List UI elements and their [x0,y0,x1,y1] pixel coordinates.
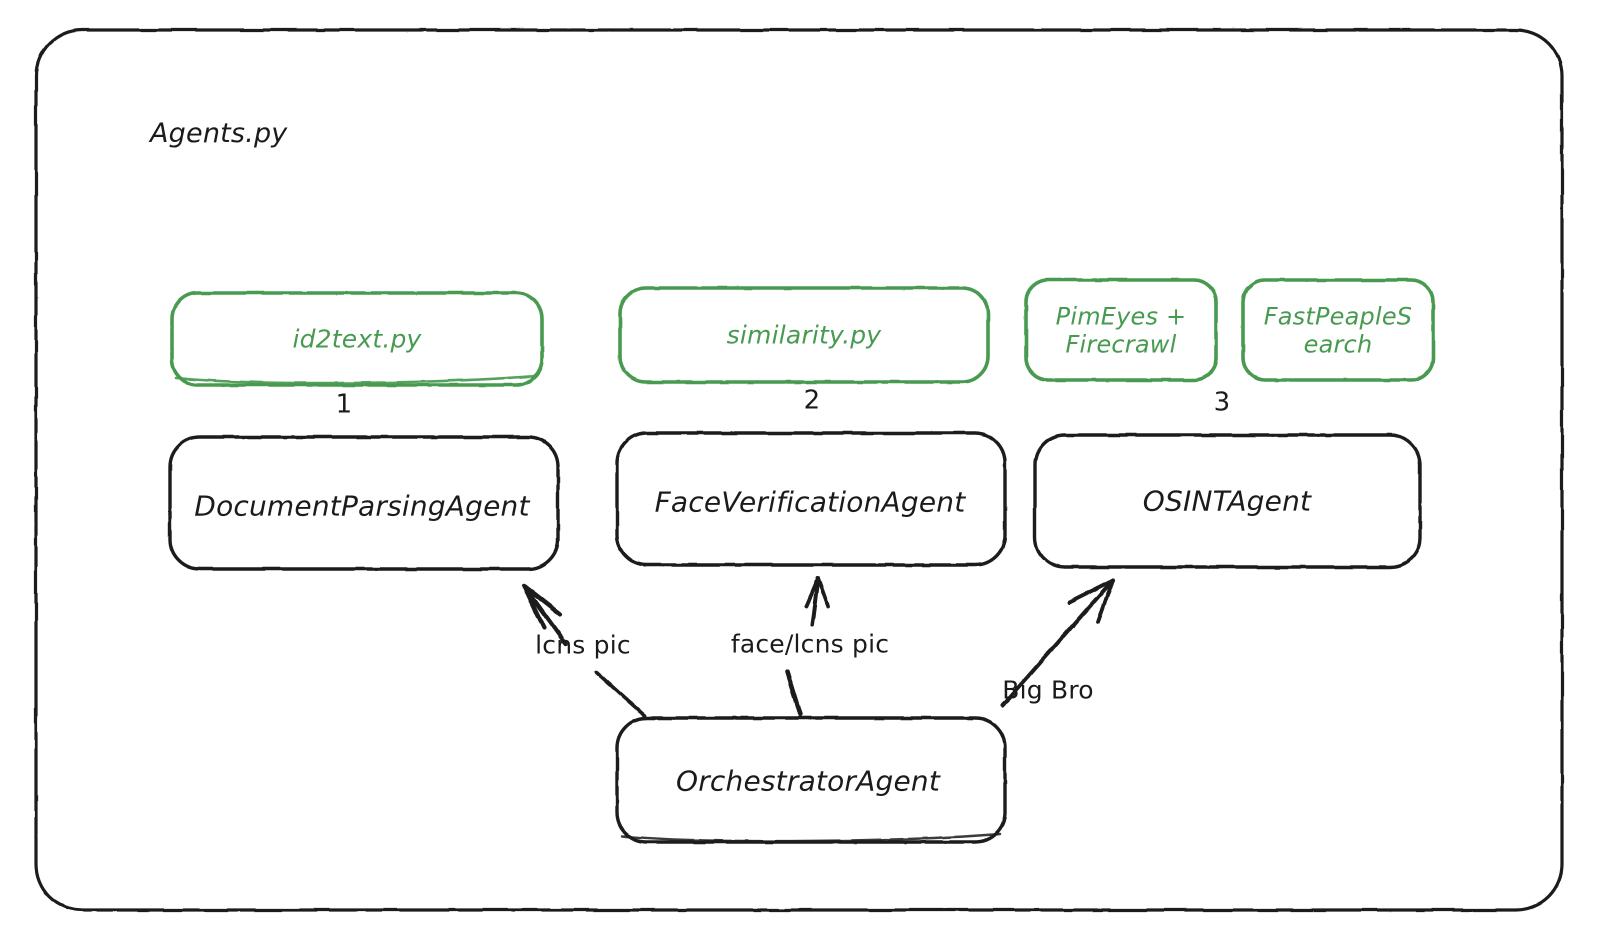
module-box-id2text[interactable] [170,291,544,387]
module-box-fastpeoplesearch[interactable] [1241,278,1435,382]
edge-label-lcns-pic: lcns pic [535,630,631,660]
step-number-3: 3 [1213,387,1231,418]
module-label-similarity: similarity.py [726,320,882,350]
agent-box-face-verification[interactable] [615,431,1007,567]
agent-label-osint: OSINTAgent [1142,484,1312,518]
page-title: Agents.py [150,118,288,149]
edge-label-face-lcns-pic: face/lcns pic [730,629,890,659]
agent-label-orchestrator: OrchestratorAgent [675,764,941,798]
outer-container-border [34,28,1564,912]
arrow-face-lcns-pic [784,576,830,717]
arrow-big-bro [1001,578,1115,707]
edge-label-big-bro: Big Bro [1002,675,1094,705]
module-label-fastpeoplesearch: FastPeapleS earch [1263,302,1413,359]
agent-box-osint[interactable] [1033,433,1422,569]
module-label-pimeyes-firecrawl: PimEyes + Firecrawl [1055,302,1187,359]
step-number-2: 2 [803,385,821,416]
step-number-1: 1 [335,389,353,420]
module-box-pimeyes-firecrawl[interactable] [1024,278,1218,382]
module-label-id2text: id2text.py [292,324,422,354]
agent-label-document-parsing: DocumentParsingAgent [194,489,530,523]
agent-label-face-verification: FaceVerificationAgent [654,485,966,519]
module-box-similarity[interactable] [618,286,990,384]
agent-box-orchestrator[interactable] [615,716,1007,844]
arrow-lcns-pic [521,583,647,718]
agent-box-document-parsing[interactable] [168,435,560,571]
